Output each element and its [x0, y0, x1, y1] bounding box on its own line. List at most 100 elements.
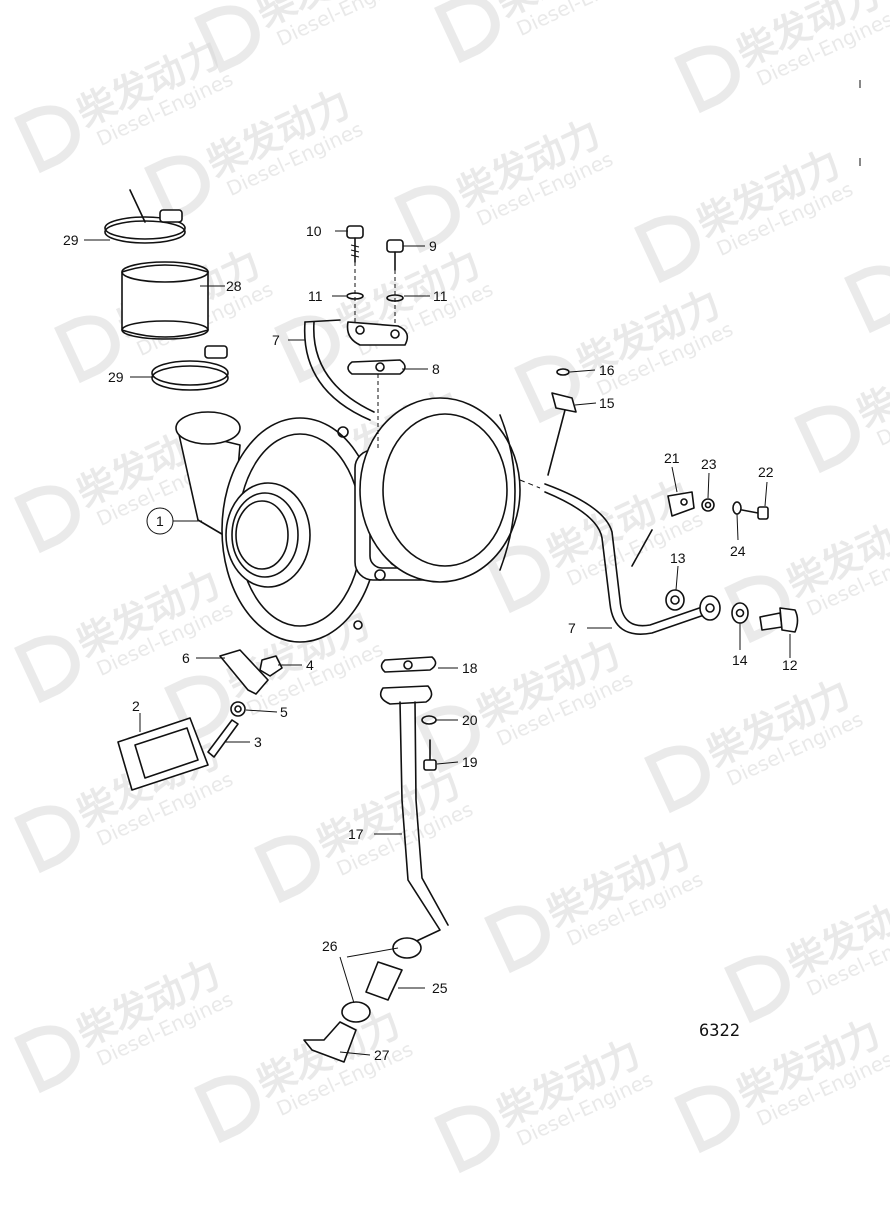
watermark-logo-icon	[254, 835, 320, 904]
intake-hose[interactable]	[121, 261, 209, 340]
nut[interactable]	[259, 655, 283, 677]
banjo-bolt[interactable]	[759, 607, 799, 633]
callout-1: 1	[156, 513, 164, 529]
callout-13: 13	[670, 550, 686, 566]
turbocharger[interactable]	[175, 397, 541, 643]
callout-10: 10	[306, 223, 322, 239]
callout-5: 5	[280, 704, 288, 720]
watermark-logo-icon	[54, 315, 120, 384]
return-pipe-flange[interactable]	[379, 685, 433, 705]
sealing-washer[interactable]	[665, 589, 685, 611]
callout-25: 25	[432, 980, 448, 996]
watermark-logo-icon	[434, 0, 500, 64]
watermark-logo-icon	[644, 745, 710, 814]
callout-2: 2	[132, 698, 140, 714]
stud[interactable]	[207, 719, 239, 758]
watermark-logo-icon	[674, 45, 740, 114]
watermark-logo-icon	[14, 485, 80, 554]
callout-22: 22	[758, 464, 774, 480]
screw[interactable]	[741, 506, 769, 520]
bolt[interactable]	[346, 225, 364, 263]
nut[interactable]	[230, 701, 246, 717]
watermark-logo-icon	[14, 635, 80, 704]
callout-21: 21	[664, 450, 680, 466]
callout-15: 15	[599, 395, 615, 411]
return-hose[interactable]	[365, 961, 403, 1001]
callout-3: 3	[254, 734, 262, 750]
watermark-logo-icon	[144, 155, 210, 224]
washer[interactable]	[732, 501, 742, 515]
callout-26: 26	[322, 938, 338, 954]
bolt[interactable]	[386, 239, 404, 271]
o-ring[interactable]	[556, 368, 570, 376]
watermark-logo-icon	[414, 705, 480, 774]
callout-4: 4	[306, 657, 314, 673]
watermark-logo-icon	[484, 545, 550, 614]
callout-18: 18	[462, 660, 478, 676]
watermark-logo-icon	[434, 1105, 500, 1174]
callout-9: 9	[429, 238, 437, 254]
callout-7: 7	[568, 620, 576, 636]
washer[interactable]	[701, 498, 715, 512]
figure-number: 6322	[699, 1021, 740, 1041]
watermark-logo-icon	[14, 1025, 80, 1094]
callout-17: 17	[348, 826, 364, 842]
flange-gasket[interactable]	[347, 359, 406, 375]
oil-feed-pipe[interactable]	[303, 319, 375, 421]
lock-plate[interactable]	[219, 649, 269, 695]
callout-14: 14	[732, 652, 748, 668]
lower-hose-clamp[interactable]	[151, 345, 229, 391]
watermark-logo-icon	[194, 1075, 260, 1144]
hose-clamp[interactable]	[341, 1001, 371, 1023]
callout-23: 23	[701, 456, 717, 472]
upper-hose-clamp[interactable]	[104, 189, 186, 244]
flange-gasket[interactable]	[380, 656, 437, 673]
watermark-logo-icon	[634, 215, 700, 284]
pipe-union[interactable]	[551, 392, 577, 413]
watermark-logo-icon	[194, 5, 260, 74]
gasket[interactable]	[117, 717, 209, 791]
callout-27: 27	[374, 1047, 390, 1063]
callout-labels: 29 28 29 1 10 9 11 11 7 8 16 15 21 23 22…	[63, 223, 798, 1063]
hose-clamp[interactable]	[392, 937, 422, 959]
sealing-washer[interactable]	[731, 602, 749, 624]
callout-24: 24	[730, 543, 746, 559]
callout-11: 11	[308, 288, 323, 304]
callout-29: 29	[63, 232, 79, 248]
watermark-logo-icon	[484, 905, 550, 974]
watermark-logo-icon	[14, 105, 80, 174]
callout-1-circle	[146, 507, 174, 535]
watermark-layer: 柴发动力Diesel-Engines柴发动力Diesel-Engines柴发动力…	[14, 0, 890, 1174]
callout-6: 6	[182, 650, 190, 666]
pipe-clip[interactable]	[667, 491, 695, 517]
callout-7: 7	[272, 332, 280, 348]
callout-12: 12	[782, 657, 798, 673]
oil-return-pipe[interactable]	[399, 701, 449, 946]
watermark-logo-icon	[794, 405, 860, 474]
callout-29: 29	[108, 369, 124, 385]
pipe-flange[interactable]	[346, 321, 409, 346]
watermark-logo-icon	[164, 675, 230, 744]
callout-16: 16	[599, 362, 615, 378]
watermark-logo-icon	[394, 185, 460, 254]
callout-11: 11	[433, 288, 448, 304]
callout-28: 28	[226, 278, 242, 294]
banjo-fitting[interactable]	[699, 595, 721, 621]
bolt[interactable]	[423, 739, 437, 771]
oil-supply-pipe[interactable]	[544, 483, 711, 635]
